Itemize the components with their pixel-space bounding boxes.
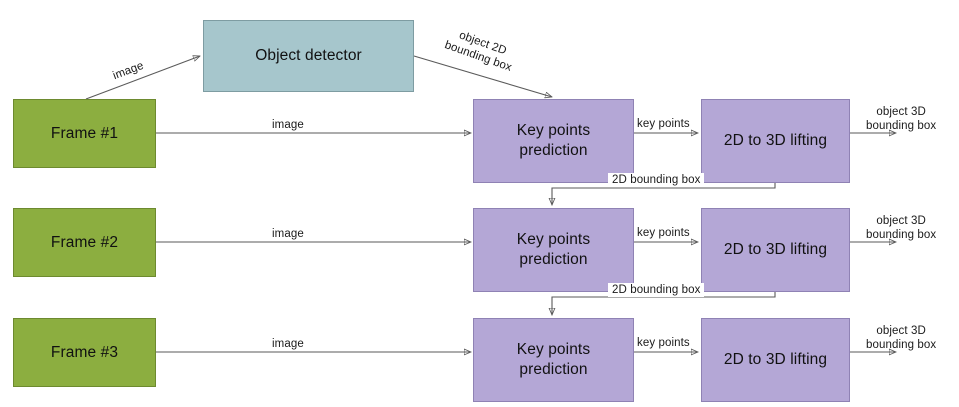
node-2d-to-3d-lifting-2[interactable]: 2D to 3D lifting <box>701 208 850 292</box>
node-frame-3-label: Frame #3 <box>50 343 119 361</box>
node-frame-2-label: Frame #2 <box>50 233 119 251</box>
node-key-points-prediction-1-label-line1: Key points <box>516 122 591 140</box>
edge-label-output-2: object 3D bounding box <box>866 214 936 242</box>
edge-label-output-3-line2: bounding box <box>866 339 937 352</box>
node-2d-to-3d-lifting-2-label: 2D to 3D lifting <box>723 241 828 259</box>
node-key-points-prediction-3-label-line2: prediction <box>519 361 588 378</box>
edge-frame1-to-detector <box>85 56 200 100</box>
node-key-points-prediction-2-text: Key points prediction <box>517 230 590 270</box>
node-frame-2[interactable]: Frame #2 <box>13 208 156 277</box>
node-frame-1-label: Frame #1 <box>50 124 119 142</box>
node-object-detector[interactable]: Object detector <box>203 20 414 92</box>
edge-label-feedback-1: 2D bounding box <box>608 173 705 188</box>
edge-label-feedback-2: 2D bounding box <box>608 283 705 298</box>
node-2d-to-3d-lifting-1[interactable]: 2D to 3D lifting <box>701 99 850 183</box>
node-frame-1[interactable]: Frame #1 <box>13 99 156 168</box>
node-2d-to-3d-lifting-1-label: 2D to 3D lifting <box>723 132 828 150</box>
node-key-points-prediction-3[interactable]: Key points prediction <box>473 318 634 402</box>
edge-label-frame2-image: image <box>272 228 304 240</box>
edge-label-frame3-image: image <box>272 338 304 350</box>
edge-label-output-3-line1: object 3D <box>876 325 926 337</box>
edge-label-output-1-line1: object 3D <box>876 106 926 118</box>
node-key-points-prediction-1[interactable]: Key points prediction <box>473 99 634 183</box>
edge-detector-to-keypoints1 <box>413 55 552 97</box>
node-2d-to-3d-lifting-3-label: 2D to 3D lifting <box>723 351 828 369</box>
edge-label-output-1: object 3D bounding box <box>866 105 936 133</box>
edge-label-output-2-line1: object 3D <box>876 215 926 227</box>
edge-label-output-1-line2: bounding box <box>866 120 937 133</box>
edge-label-output-2-line2: bounding box <box>866 229 937 242</box>
node-2d-to-3d-lifting-3[interactable]: 2D to 3D lifting <box>701 318 850 402</box>
node-key-points-prediction-1-text: Key points prediction <box>517 121 590 161</box>
node-key-points-prediction-2-label-line1: Key points <box>516 231 591 249</box>
node-frame-3[interactable]: Frame #3 <box>13 318 156 387</box>
edge-label-frame1-image: image <box>272 119 304 131</box>
node-key-points-prediction-1-label-line2: prediction <box>519 142 588 159</box>
node-object-detector-label: Object detector <box>255 47 362 65</box>
edge-label-output-3: object 3D bounding box <box>866 324 936 352</box>
edge-label-key-points-2: key points <box>637 227 690 239</box>
node-key-points-prediction-2-label-line2: prediction <box>519 251 588 268</box>
node-key-points-prediction-3-text: Key points prediction <box>517 340 590 380</box>
edge-label-key-points-3: key points <box>637 337 690 349</box>
node-key-points-prediction-3-label-line1: Key points <box>516 341 591 359</box>
edge-label-key-points-1: key points <box>637 118 690 130</box>
node-key-points-prediction-2[interactable]: Key points prediction <box>473 208 634 292</box>
